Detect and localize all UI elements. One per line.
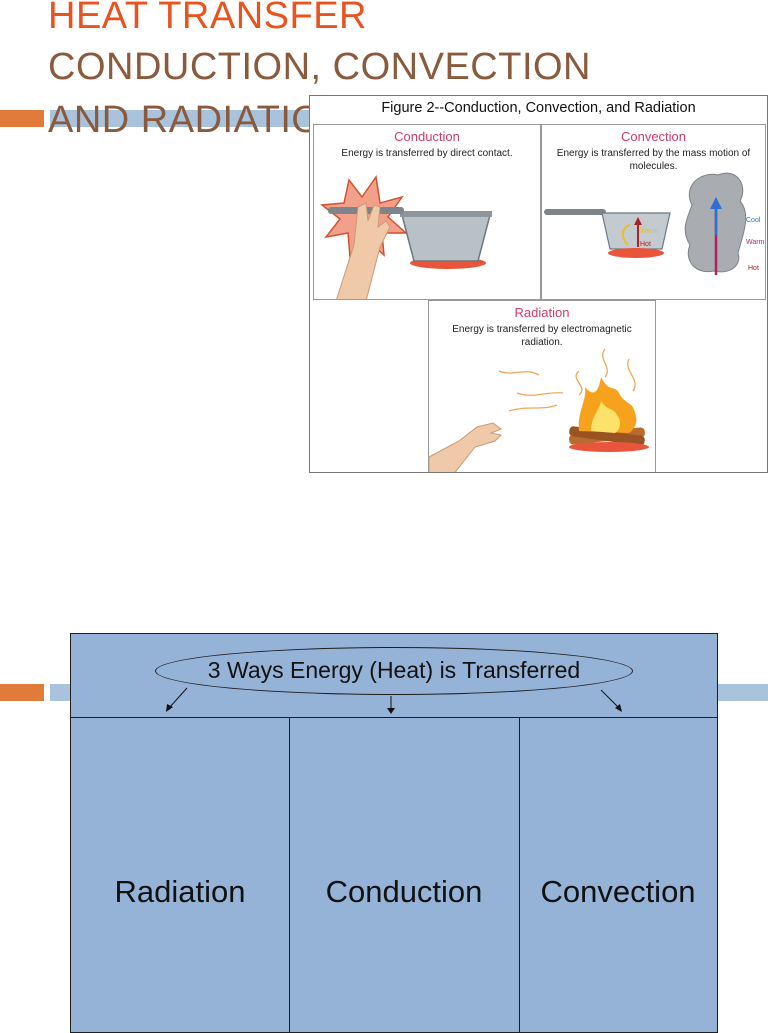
accent-bar-orange-bottom xyxy=(0,684,44,701)
diagram-heading: 3 Ways Energy (Heat) is Transferred xyxy=(207,657,581,683)
radiation-illustration xyxy=(429,348,649,472)
heat-transfer-figure: Figure 2--Conduction, Convection, and Ra… xyxy=(309,95,768,473)
convection-panel: Convection Energy is transferred by the … xyxy=(541,124,766,300)
convection-illustration xyxy=(544,172,747,275)
accent-bar-blue-top xyxy=(50,110,309,127)
accent-bar-blue-bottom-left xyxy=(50,684,70,701)
conduction-illustration xyxy=(320,175,492,299)
radiation-panel: Radiation Energy is transferred by elect… xyxy=(428,300,656,472)
diagram-divider-horizontal xyxy=(71,717,717,718)
radiation-description: Energy is transferred by electromagnetic… xyxy=(452,324,632,348)
slide-title-line2: CONDUCTION, CONVECTION xyxy=(48,46,591,88)
slide-title-line3: AND RADIATION xyxy=(48,99,350,141)
diagram-divider-1 xyxy=(289,717,290,1032)
convection-label-hot: Hot xyxy=(640,241,651,248)
diagram-divider-2 xyxy=(519,717,520,1032)
diagram-heading-oval xyxy=(155,647,633,695)
diagram-arrows xyxy=(166,687,622,714)
convection-label-warm2: Warm xyxy=(746,239,765,246)
accent-bar-orange-top xyxy=(0,110,44,127)
category-convection: Convection xyxy=(540,874,696,909)
conduction-description: Energy is transferred by direct contact. xyxy=(341,148,513,159)
convection-label-cool: Cool xyxy=(746,217,761,224)
slide-title-line1: HEAT TRANSFER xyxy=(48,0,367,37)
conduction-heading: Conduction xyxy=(394,129,460,144)
figure-title: Figure 2--Conduction, Convection, and Ra… xyxy=(381,100,696,116)
radiation-heading: Radiation xyxy=(514,305,570,320)
convection-description: Energy is transferred by the mass motion… xyxy=(556,148,751,172)
category-conduction: Conduction xyxy=(325,874,483,909)
conduction-panel: Conduction Energy is transferred by dire… xyxy=(313,124,541,300)
convection-heading: Convection xyxy=(620,129,687,144)
heat-transfer-diagram: 3 Ways Energy (Heat) is Transferred Radi… xyxy=(70,633,718,1033)
convection-label-hot2: Hot xyxy=(748,265,759,272)
convection-label-warm: Warm xyxy=(640,228,659,235)
accent-bar-blue-bottom-right xyxy=(718,684,768,701)
category-radiation: Radiation xyxy=(114,874,246,909)
